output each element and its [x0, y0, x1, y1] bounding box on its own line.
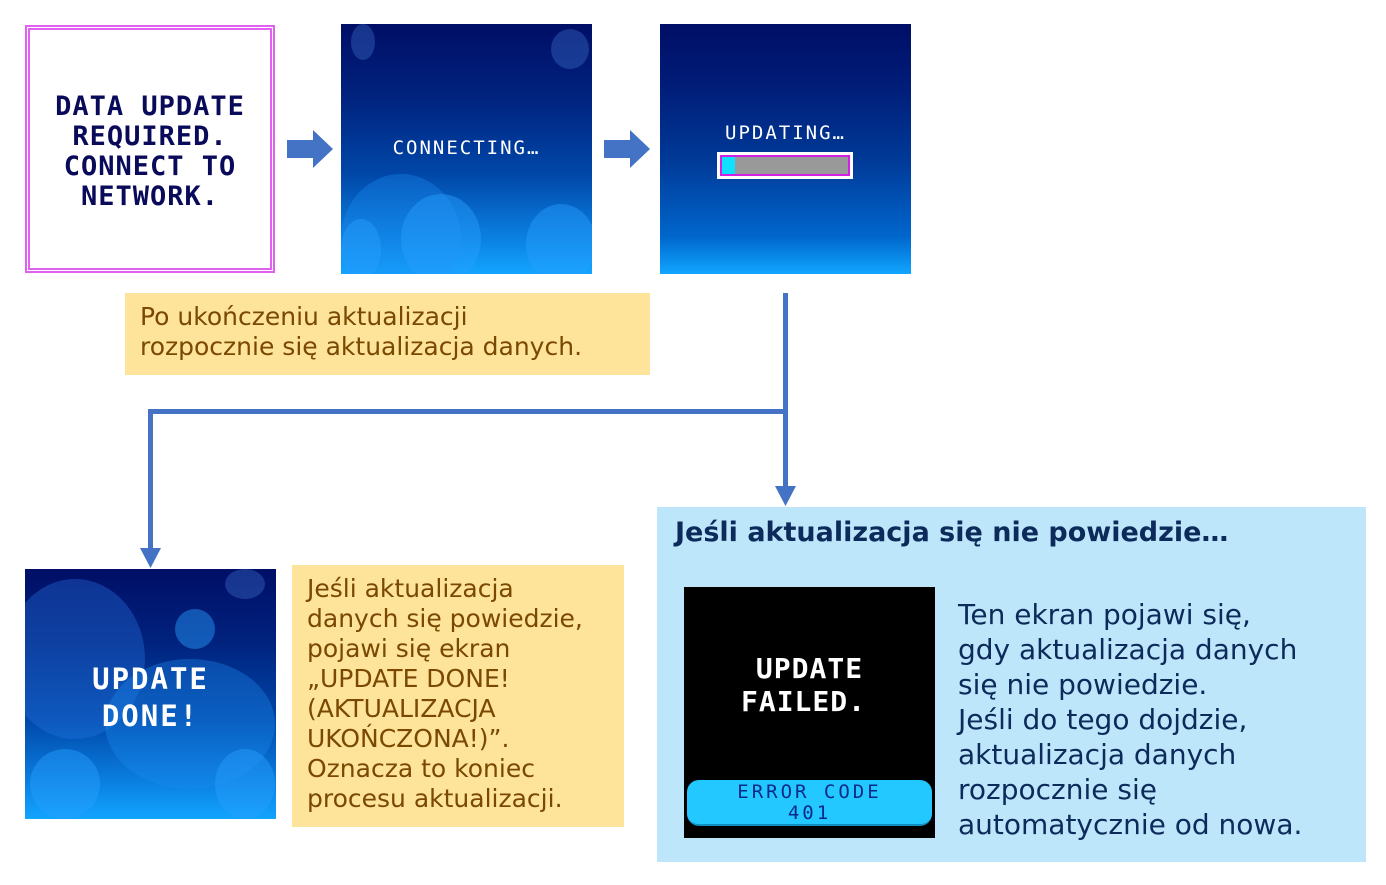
failure-panel-title: Jeśli aktualizacja się nie powiedzie… — [675, 517, 1229, 548]
failed-line: UPDATE — [755, 652, 864, 685]
update-done-screen: UPDATE DONE! — [25, 569, 276, 819]
failure-description: Ten ekran pojawi się, gdy aktualizacja d… — [958, 597, 1302, 842]
note-line: UKOŃCZONA!)”. — [307, 724, 510, 753]
note-success: Jeśli aktualizacja danych się powiedzie,… — [292, 565, 624, 827]
required-line: NETWORK. — [80, 181, 220, 212]
updating-label: UPDATING… — [725, 122, 846, 144]
update-failed-screen: UPDATE FAILED. ERROR CODE 401 — [684, 587, 935, 838]
required-line: CONNECT TO — [63, 151, 237, 182]
description-line: gdy aktualizacja danych — [958, 633, 1298, 666]
note-line: Jeśli aktualizacja — [307, 574, 514, 603]
arrow-down-icon — [775, 486, 796, 506]
connector-line — [783, 293, 788, 491]
description-line: aktualizacja danych — [958, 738, 1237, 771]
connector-line — [148, 409, 788, 414]
error-label: ERROR CODE — [737, 781, 882, 803]
description-line: Jeśli do tego dojdzie, — [958, 703, 1248, 736]
done-line: DONE! — [101, 699, 200, 733]
description-line: się nie powiedzie. — [958, 668, 1208, 701]
arrow-right-icon — [604, 130, 650, 168]
progress-bar — [717, 152, 853, 179]
note-line: procesu aktualizacji. — [307, 784, 563, 813]
note-line: Oznacza to koniec — [307, 754, 535, 783]
data-update-required-screen: DATA UPDATE REQUIRED. CONNECT TO NETWORK… — [25, 25, 275, 273]
description-line: rozpocznie się — [958, 773, 1157, 806]
note-line: danych się powiedzie, — [307, 604, 583, 633]
error-code: 401 — [787, 802, 832, 824]
failed-line: FAILED. — [740, 685, 866, 718]
updating-screen: UPDATING… — [660, 24, 911, 274]
note-line: Po ukończeniu aktualizacji — [140, 302, 468, 331]
note-after-update: Po ukończeniu aktualizacji rozpocznie si… — [125, 293, 650, 375]
failure-panel: Jeśli aktualizacja się nie powiedzie… UP… — [657, 507, 1366, 862]
description-line: automatycznie od nowa. — [958, 808, 1303, 841]
note-line: (AKTUALIZACJA — [307, 694, 496, 723]
connecting-label: CONNECTING… — [392, 137, 541, 159]
progress-fill — [722, 157, 735, 174]
note-line: rozpocznie się aktualizacja danych. — [140, 332, 583, 361]
connector-line — [148, 409, 153, 551]
done-line: UPDATE — [92, 662, 209, 696]
arrow-down-icon — [140, 548, 161, 568]
description-line: Ten ekran pojawi się, — [958, 598, 1251, 631]
arrow-right-icon — [287, 130, 333, 168]
connecting-screen: CONNECTING… — [341, 24, 592, 274]
required-line: DATA UPDATE — [55, 91, 245, 122]
error-code-box: ERROR CODE 401 — [687, 780, 932, 826]
required-line: REQUIRED. — [72, 121, 228, 152]
note-line: „UPDATE DONE! — [307, 664, 510, 693]
note-line: pojawi się ekran — [307, 634, 511, 663]
